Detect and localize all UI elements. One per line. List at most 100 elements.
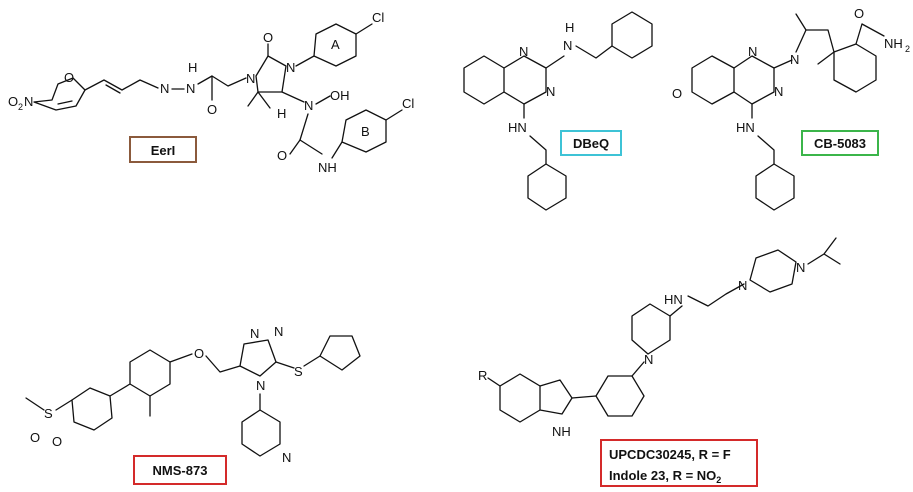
cb5083-pyrrole-ring xyxy=(795,29,835,65)
nms873-ch2 xyxy=(205,355,241,373)
dbeq-label: DBeQ xyxy=(573,136,609,151)
upcdc-pip-link xyxy=(631,361,645,377)
compound-dbeq: N N H N HN DBeQ xyxy=(463,11,653,211)
eeri-urea-co xyxy=(289,139,301,155)
cb5083-amide-c xyxy=(855,23,863,45)
eeri-o-urea: O xyxy=(277,148,287,163)
nms873-phenyl-2 xyxy=(129,349,171,397)
upcdc-indole-benzo xyxy=(499,373,541,423)
compound-cb5083: O N N N O NH 2 HN CB-5083 xyxy=(672,6,910,211)
eeri-imidazolidinone-ring xyxy=(255,55,287,93)
cb5083-label-box xyxy=(801,130,879,156)
dbeq-bottom-ch2 xyxy=(529,135,547,165)
nms873-n-triazole: N xyxy=(256,378,265,393)
upcdc-n-pz1: N xyxy=(738,278,747,293)
nms873-pyridine-ring xyxy=(241,409,281,457)
cb5083-methyl xyxy=(795,13,807,31)
cb5083-hn: HN xyxy=(736,120,755,135)
nms873-cyclopentyl-link xyxy=(303,355,321,367)
eeri-n-ring1: N xyxy=(246,71,255,86)
nms873-n-pyridine: N xyxy=(282,450,291,465)
upcdc-n-pip: N xyxy=(644,352,653,367)
eeri-n-oh: N xyxy=(304,98,313,113)
nms873-label-box xyxy=(133,455,227,485)
upcdc-label-box xyxy=(600,439,758,487)
nms873-phenyl-1 xyxy=(71,387,113,431)
upcdc-pyrrole-ring xyxy=(539,379,573,415)
cb5083-n2: N xyxy=(774,84,783,99)
cb5083-n1: N xyxy=(748,44,757,59)
nms873-n2: N xyxy=(274,324,283,339)
nms873-o-sul1: O xyxy=(30,430,40,445)
nms873-n1: N xyxy=(250,326,259,341)
cb5083-label: CB-5083 xyxy=(814,136,866,151)
nms873-biaryl xyxy=(109,383,131,397)
upcdc-label-line2-suffix: , R = NO xyxy=(665,468,716,483)
upcdc-nh-bond xyxy=(669,305,683,317)
upcdc-label-line2: Indole 23, R = NO2 xyxy=(609,468,721,485)
nms873-triazole-ring xyxy=(239,339,277,377)
upcdc-label-line2-sub: 2 xyxy=(716,475,721,485)
cb5083-n-indole: N xyxy=(790,52,799,67)
compound-upcdc: R NH N HN N N UPCDC30245, R = F Indole 2… xyxy=(478,237,841,487)
eeri-ring-a-cl-bond xyxy=(355,23,373,35)
cb5083-pyrimidine-ring xyxy=(733,55,775,105)
eeri-vinyl-chain xyxy=(84,79,159,91)
eeri-o-top: O xyxy=(263,30,273,45)
cb5083-indole-benzo xyxy=(833,43,877,93)
eeri-ring-b-cl-bond xyxy=(385,109,403,121)
dbeq-top-phenyl xyxy=(611,11,653,59)
eeri-h-hydrazide: H xyxy=(188,60,197,75)
nms873-s-aryl xyxy=(55,399,73,411)
eeri-o2n-sub: 2 xyxy=(18,102,23,112)
eeri-o-amide: O xyxy=(207,102,217,117)
eeri-label: EerI xyxy=(151,143,176,158)
eeri-cl-b: Cl xyxy=(402,96,414,111)
upcdc-r: R xyxy=(478,368,487,383)
dbeq-top-ch2 xyxy=(575,45,613,59)
dbeq-top-nh-bond xyxy=(545,55,565,69)
upcdc-ethyl-linker xyxy=(687,283,745,307)
upcdc-phenyl xyxy=(595,375,645,417)
upcdc-piperidine xyxy=(631,303,671,355)
eeri-gem-dimethyl xyxy=(247,91,271,109)
eeri-cl-a: Cl xyxy=(372,10,384,25)
upcdc-biaryl xyxy=(571,395,597,399)
eeri-urea-c-n xyxy=(299,139,323,155)
dbeq-bottom-phenyl xyxy=(527,163,567,211)
dbeq-benzo-ring xyxy=(463,55,505,105)
compound-nms873: S O O O N N N S N NMS-873 xyxy=(25,324,361,485)
eeri-n-oh-bond xyxy=(315,95,331,105)
upcdc-hn-linker: HN xyxy=(664,292,683,307)
dbeq-n-top: N xyxy=(563,38,572,53)
upcdc-label-line1: UPCDC30245, R = F xyxy=(609,447,731,462)
eeri-c-n-bond xyxy=(281,91,305,103)
nms873-methyl xyxy=(25,397,45,411)
upcdc-label-line2-num: 23 xyxy=(651,468,665,483)
upcdc-piperazine xyxy=(749,249,797,293)
cb5083-amide-n xyxy=(861,23,885,37)
eeri-furan-ring xyxy=(33,77,86,111)
eeri-o2n-n: N xyxy=(24,94,33,109)
eeri-vinyl-double xyxy=(105,84,121,94)
dbeq-label-box xyxy=(560,130,622,156)
cb5083-nh2-sub: 2 xyxy=(905,44,910,54)
cb5083-pyran-ring xyxy=(691,55,735,105)
eeri-o2n-o: O xyxy=(8,94,18,109)
dbeq-n2: N xyxy=(546,84,555,99)
cb5083-indole-link xyxy=(773,59,793,69)
eeri-ring-b-label: B xyxy=(361,124,370,139)
dbeq-hn-bottom: HN xyxy=(508,120,527,135)
compound-eeri: O 2 N O N N H O N O N H N OH A Cl xyxy=(8,10,414,175)
cb5083-phenyl xyxy=(755,163,795,211)
nms873-label: NMS-873 xyxy=(153,463,208,478)
cb5083-nh2: NH xyxy=(884,36,903,51)
upcdc-isopropyl xyxy=(807,237,841,265)
eeri-label-box xyxy=(129,136,197,163)
cb5083-o-pyran: O xyxy=(672,86,682,101)
upcdc-nh-indole: NH xyxy=(552,424,571,439)
eeri-urea-n-c xyxy=(299,113,309,141)
nms873-cyclopentyl xyxy=(319,335,361,371)
dbeq-n1: N xyxy=(519,44,528,59)
